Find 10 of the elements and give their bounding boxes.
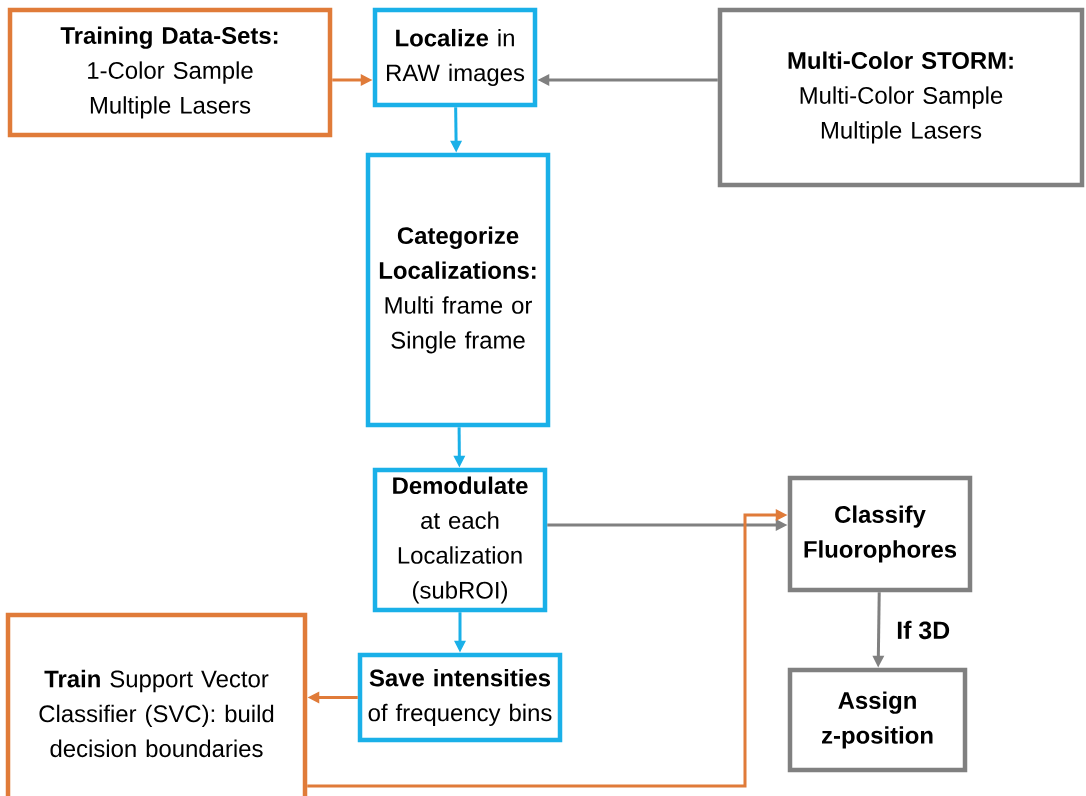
process-box: Demodulate at each Localization (subROI) (372, 467, 548, 613)
process-box: Classify Fluorophores (787, 475, 973, 593)
input-box: Training Data-Sets: 1-Color Sample Multiple Lasers (7, 7, 333, 138)
process-box: Assign z-position (787, 667, 968, 773)
process-box: Train Support Vector Classifier (SVC): build decision boundaries (5, 612, 308, 796)
process-box: Localize in RAW images (372, 7, 538, 108)
process-box: Save intensities of frequency bins (357, 652, 563, 743)
input-box: Multi-Color STORM: Multi-Color Sample Multiple Lasers (717, 7, 1085, 188)
edge-label: If 3D (897, 620, 950, 640)
process-box: Categorize Localizations: Multi frame or Single frame (365, 152, 551, 428)
